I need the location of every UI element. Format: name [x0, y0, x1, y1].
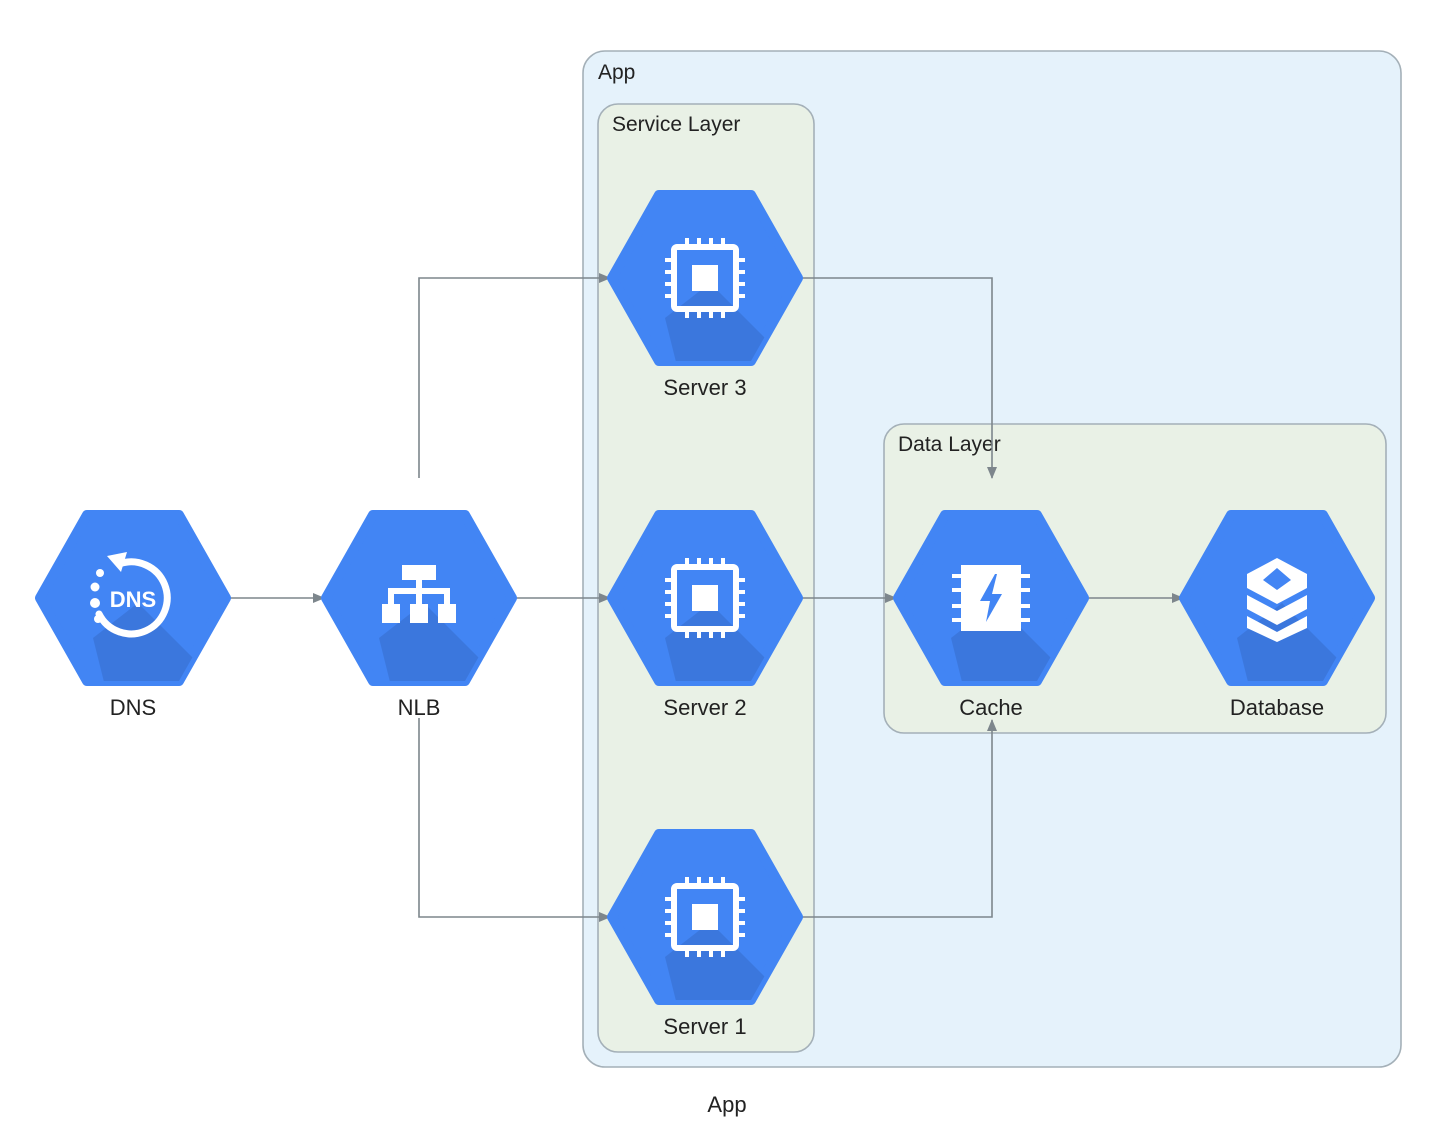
network-load-balancer-icon	[382, 565, 456, 623]
node-database[interactable]	[1184, 515, 1377, 798]
edge-nlb-server1	[418, 718, 611, 922]
node-server3-label: Server 3	[663, 375, 746, 400]
edge-nlb-server3	[418, 273, 611, 478]
compute-chip-icon	[665, 238, 745, 318]
edge-server3-cache	[798, 277, 997, 479]
cluster-app-label: App	[598, 61, 635, 84]
node-database-label: Database	[1230, 695, 1324, 720]
node-server2-label: Server 2	[663, 695, 746, 720]
edge-server1-cache	[798, 719, 997, 918]
cluster-service-layer-label: Service Layer	[612, 113, 740, 136]
node-cache-label: Cache	[959, 695, 1023, 720]
node-cache[interactable]	[898, 515, 1091, 798]
node-server1-label: Server 1	[663, 1014, 746, 1039]
edges	[226, 273, 1184, 922]
cluster-data-layer-label: Data Layer	[898, 433, 1001, 456]
dns-icon: DNS	[90, 552, 171, 638]
node-nlb[interactable]	[326, 515, 519, 798]
compute-chip-icon	[665, 877, 745, 957]
node-dns-label: DNS	[110, 695, 156, 720]
memorystore-cache-icon	[952, 565, 1030, 631]
dns-icon-text: DNS	[110, 587, 156, 612]
compute-chip-icon	[665, 558, 745, 638]
diagram-caption: App	[707, 1092, 746, 1117]
node-nlb-label: NLB	[398, 695, 441, 720]
database-stack-icon	[1247, 558, 1307, 642]
node-dns[interactable]: DNS	[40, 515, 233, 798]
